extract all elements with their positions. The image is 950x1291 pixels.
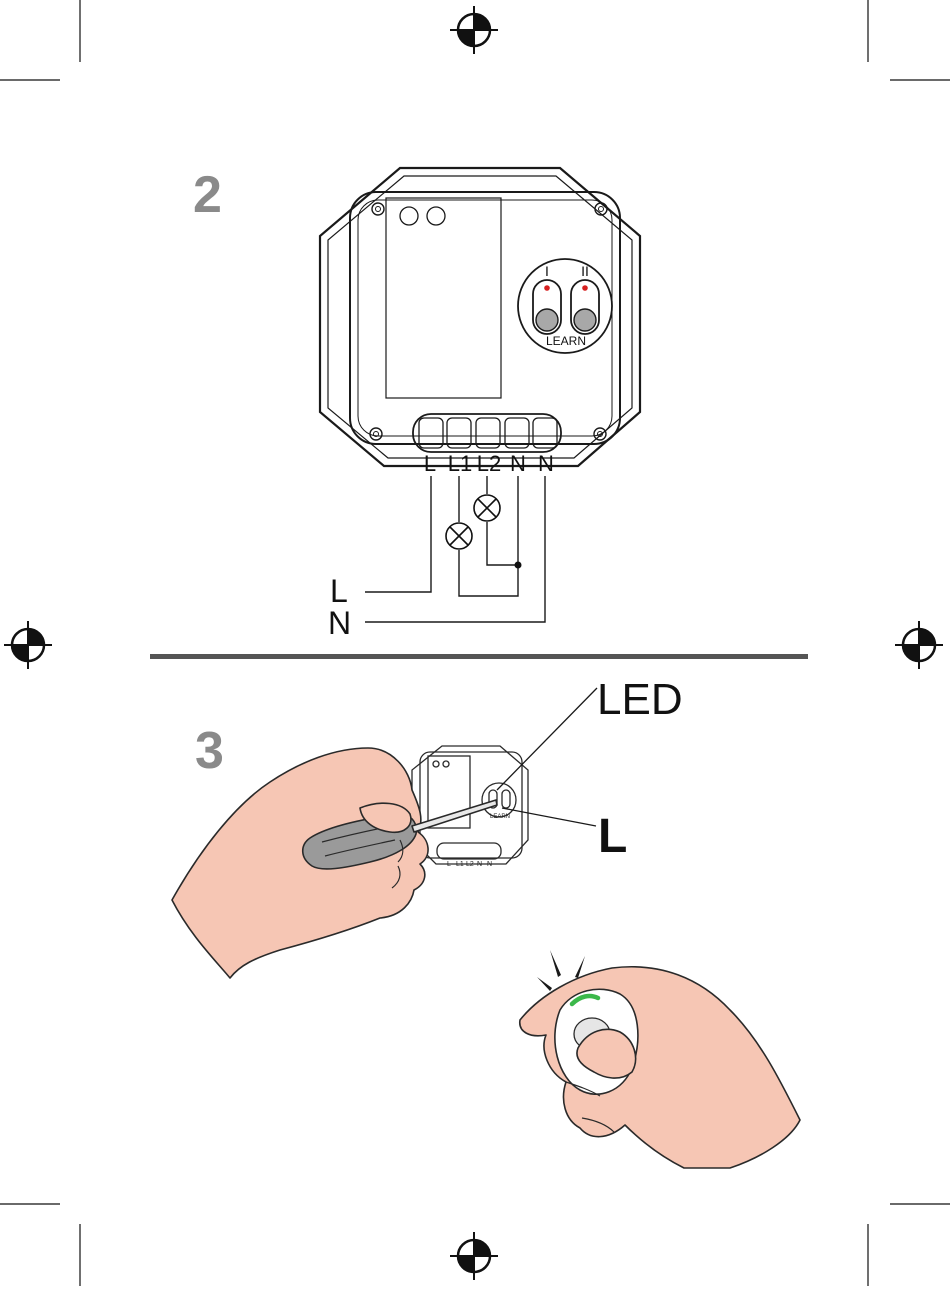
terminal-label-small: L2 [466, 861, 474, 868]
terminal-label: N [538, 451, 554, 476]
lamp-icon [446, 523, 472, 549]
hand-with-remote [520, 967, 800, 1168]
switch-module [320, 168, 640, 466]
step-2-number: 2 [193, 166, 222, 224]
registration-mark-icon [450, 1232, 498, 1280]
registration-mark-icon [895, 621, 943, 669]
registration-mark-icon [450, 6, 498, 54]
section-divider [150, 654, 808, 659]
step-3-number: 3 [195, 722, 224, 780]
led-callout-label: LED [597, 675, 683, 724]
l-callout-label: L [598, 810, 627, 863]
terminal-label-small: L1 [456, 861, 464, 868]
terminal-label: L1 [448, 451, 472, 476]
terminal-label-small: L [447, 861, 451, 868]
terminal-label: L [424, 451, 436, 476]
junction-dot [515, 562, 522, 569]
terminal-label-small: N [477, 861, 482, 868]
learn-label: LEARN [546, 334, 586, 348]
learn-label-small: LEARN [490, 814, 510, 820]
lamp-icon [474, 495, 500, 521]
neutral-label: N [328, 605, 351, 641]
terminal-label-small: N [487, 861, 492, 868]
led-indicator-2 [582, 285, 588, 291]
registration-mark-icon [4, 621, 52, 669]
switch-module-small [412, 746, 528, 864]
terminal-label: L2 [477, 451, 501, 476]
line-label: L [330, 573, 348, 609]
led-indicator-1 [544, 285, 550, 291]
channel-2-label: II [581, 263, 589, 279]
channel-1-label: I [545, 263, 549, 279]
terminal-label: N [510, 451, 526, 476]
